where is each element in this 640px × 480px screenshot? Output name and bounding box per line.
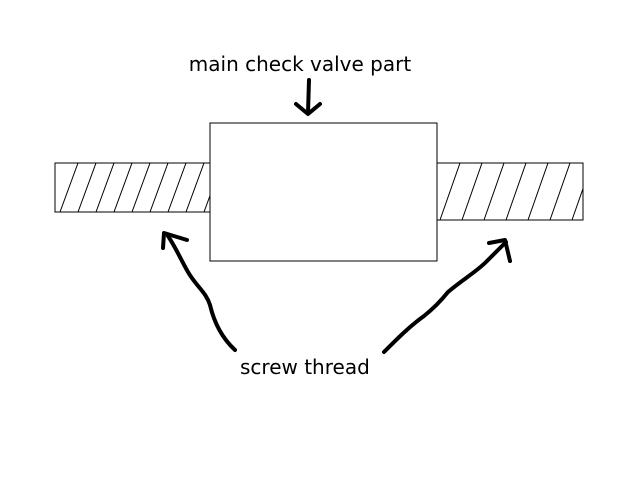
main-part-label: main check valve part [188,52,412,76]
left-thread-hatching [59,163,210,212]
main-check-valve-body [209,122,438,262]
right-screw-thread [436,162,584,221]
screw-thread-label: screw thread [240,355,370,379]
left-thread-arrow [161,231,237,352]
right-thread-arrow [382,238,512,354]
left-screw-thread [54,162,211,213]
main-part-arrow [294,78,322,116]
right-thread-hatching [439,163,583,220]
right-thread-outline [436,162,584,221]
left-thread-outline [54,162,211,213]
